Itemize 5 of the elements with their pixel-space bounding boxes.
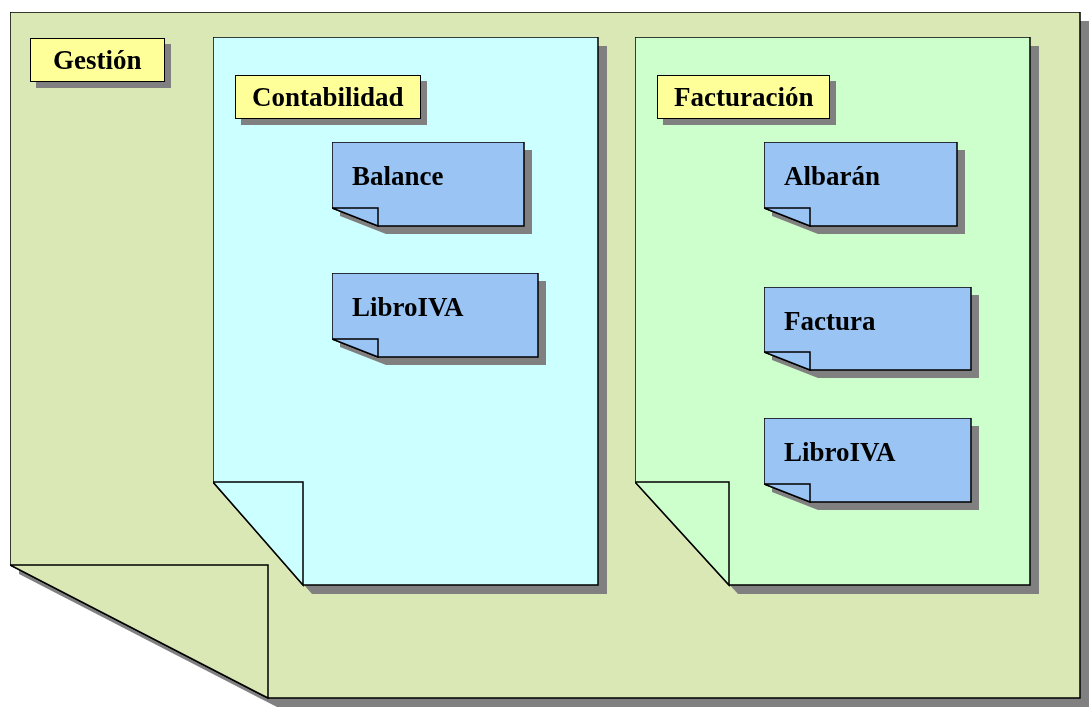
note-label: Factura xyxy=(784,305,876,338)
note-label: Balance xyxy=(352,160,444,193)
note-label: LibroIVA xyxy=(784,436,896,469)
note-label: Albarán xyxy=(784,160,881,193)
note-label: LibroIVA xyxy=(352,291,464,324)
